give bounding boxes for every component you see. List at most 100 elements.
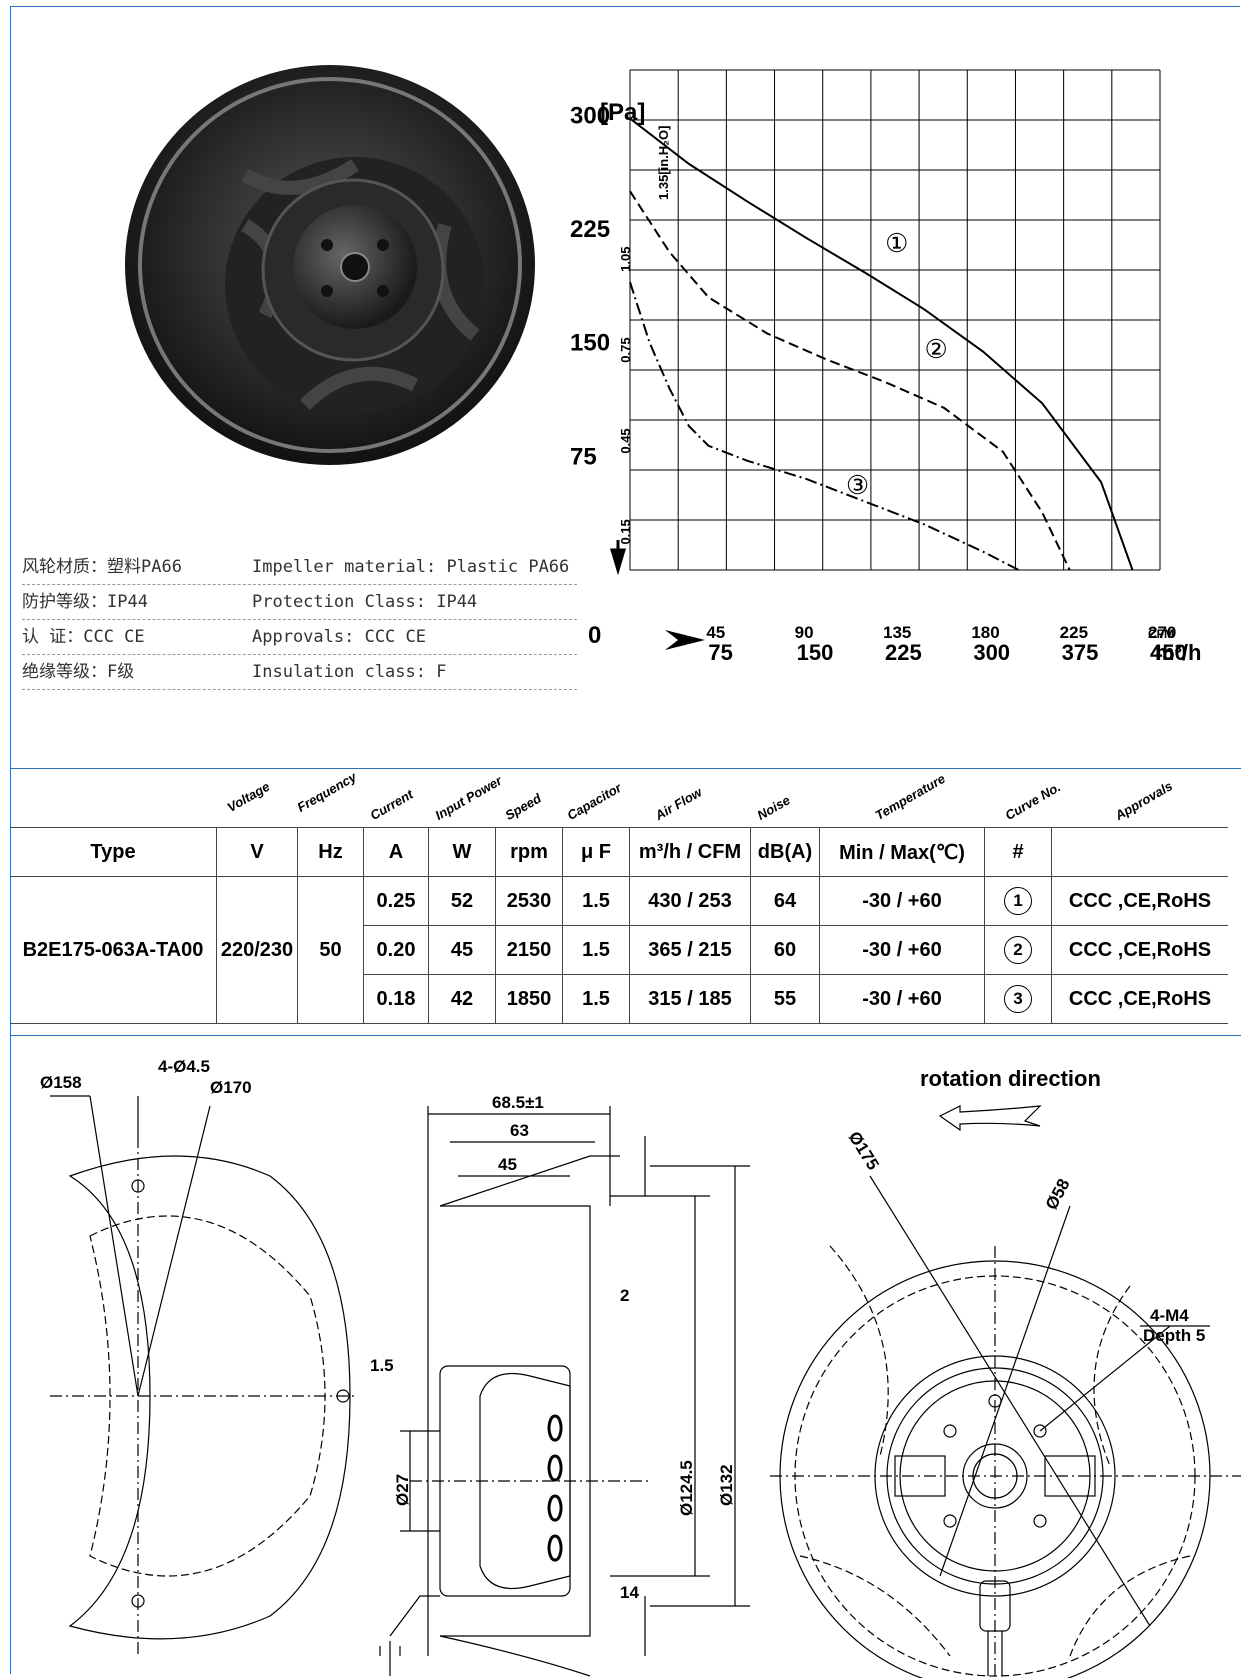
unit-row: Type V Hz A W rpm μ F m³/h / CFM dB(A) M… — [10, 827, 1228, 877]
y-tick-inh2o: 0.75 — [618, 337, 633, 362]
table-row: B2E175-063A-TA00 220/230 50 0.25 52 2530… — [10, 876, 1228, 1024]
table-row: 0.20 45 2150 1.5 365 / 215 60 -30 / +60 … — [10, 925, 1228, 975]
rotation-direction-label: rotation direction — [920, 1066, 1101, 1091]
spec-cn: 风轮材质：塑料PA66 — [22, 557, 182, 577]
cell-current: 0.18 — [363, 974, 429, 1024]
x-arrow-icon — [665, 630, 705, 650]
dim-685: 68.5±1 — [492, 1093, 544, 1112]
cell-speed: 2530 — [495, 876, 563, 926]
dim-d158: Ø158 — [40, 1073, 82, 1092]
cell-temperature: -30 / +60 — [819, 974, 985, 1024]
cell-curve: 2 — [984, 925, 1052, 975]
cell-speed: 1850 — [495, 974, 563, 1024]
drawing-side-profile — [50, 1095, 355, 1656]
x-unit-cfm: CFM — [1148, 627, 1174, 641]
cell-unit: # — [984, 827, 1052, 877]
inh2o-unit-label: 1.35[in.H₂O] — [656, 126, 671, 200]
pa-unit-label: [Pa] — [600, 99, 645, 126]
y-tick-pa: 75 — [570, 443, 597, 470]
y-tick-pa: 300 — [570, 102, 610, 129]
cell-voltage: 220/230 — [216, 876, 298, 1024]
cell-power: 42 — [428, 974, 496, 1024]
y-tick-inh2o: 0.45 — [618, 428, 633, 453]
dim-depth: Depth 5 — [1143, 1326, 1205, 1345]
cell-unit: dB(A) — [750, 827, 820, 877]
cell-noise: 55 — [750, 974, 820, 1024]
cell-unit: A — [363, 827, 429, 877]
curve-3 — [629, 281, 1020, 571]
curve-label-1: ① — [885, 228, 908, 258]
cell-type: B2E175-063A-TA00 — [10, 876, 217, 1024]
dim-d27: Ø27 — [393, 1474, 412, 1506]
dim-d175: Ø175 — [845, 1128, 883, 1173]
x-tick-m3h: 450 — [1150, 640, 1187, 665]
cell-airflow: 315 / 185 — [629, 974, 751, 1024]
cell-unit: W — [428, 827, 496, 877]
spec-en: Protection Class: IP44 — [252, 592, 478, 612]
spec-table: Type V Hz A W rpm μ F m³/h / CFM dB(A) M… — [10, 827, 1228, 1024]
drawing-front-view — [770, 1105, 1241, 1678]
cell-unit: μ F — [562, 827, 630, 877]
cell-power: 52 — [428, 876, 496, 926]
x-tick-m3h: 375 — [1062, 640, 1099, 665]
curve-number-badge: 2 — [1004, 936, 1032, 964]
section-divider — [10, 1035, 1241, 1036]
dim-d132: Ø132 — [717, 1464, 736, 1506]
spec-cn: 防护等级：IP44 — [22, 592, 148, 612]
dim-d1245: Ø124.5 — [677, 1460, 696, 1516]
technical-drawing: Ø158 4-Ø4.5 Ø170 68.5±1 63 45 2 1.5 Ø27 … — [40, 1057, 1241, 1678]
dim-m4: 4-M4 — [1150, 1306, 1189, 1325]
cell-unit: rpm — [495, 827, 563, 877]
cell-capacitor: 1.5 — [562, 876, 630, 926]
curve-number-badge: 1 — [1004, 887, 1032, 915]
cell-power: 45 — [428, 925, 496, 975]
x-tick-cfm: 225 — [1060, 623, 1088, 642]
drawing-cross-section — [379, 1106, 750, 1677]
y-tick-inh2o: 0.15 — [618, 519, 633, 544]
chart-grid — [629, 69, 1161, 571]
spec-row: 认 证：CCC CE Approvals: CCC CE — [22, 620, 577, 655]
y-tick-inh2o: 1.05 — [618, 247, 633, 272]
spec-cn: 绝缘等级：F级 — [22, 662, 135, 682]
x-tick-cfm: 90 — [795, 623, 814, 642]
cell-current: 0.25 — [363, 876, 429, 926]
spec-cn: 认 证：CCC CE — [22, 627, 145, 647]
dim-2: 2 — [620, 1286, 629, 1305]
fan-product-photo — [125, 65, 535, 465]
cell-unit: m³/h / CFM — [629, 827, 751, 877]
y-tick-pa: 225 — [570, 216, 610, 243]
dim-d170: Ø170 — [210, 1078, 252, 1097]
cell-temperature: -30 / +60 — [819, 876, 985, 926]
curve-label-2: ② — [924, 334, 947, 364]
x-tick-m3h: 225 — [885, 640, 922, 665]
chart-curves — [629, 117, 1134, 571]
curve-label-3: ③ — [846, 470, 869, 500]
cell-airflow: 365 / 215 — [629, 925, 751, 975]
curve-number-badge: 3 — [1004, 985, 1032, 1013]
spec-row: 防护等级：IP44 Protection Class: IP44 — [22, 585, 577, 620]
cell-approvals: CCC ,CE,RoHS — [1051, 925, 1228, 975]
x-unit-m3h: m³/h — [1155, 640, 1201, 665]
dim-63: 63 — [510, 1121, 529, 1140]
spec-en: Insulation class: F — [252, 662, 447, 682]
cell-airflow: 430 / 253 — [629, 876, 751, 926]
cell-approvals: CCC ,CE,RoHS — [1051, 876, 1228, 926]
dim-15: 1.5 — [370, 1356, 394, 1375]
spec-row: 绝缘等级：F级 Insulation class: F — [22, 655, 577, 690]
x-tick-cfm: 135 — [883, 623, 911, 642]
cell-capacitor: 1.5 — [562, 925, 630, 975]
cell-type-header: Type — [10, 827, 217, 877]
cell-curve: 1 — [984, 876, 1052, 926]
cell-temperature: -30 / +60 — [819, 925, 985, 975]
cell-unit: Hz — [297, 827, 364, 877]
dim-45: 45 — [498, 1155, 517, 1174]
y-tick-pa: 0 — [588, 622, 601, 649]
cell-speed: 2150 — [495, 925, 563, 975]
cell-noise: 60 — [750, 925, 820, 975]
cell-current: 0.20 — [363, 925, 429, 975]
table-row: 0.18 42 1850 1.5 315 / 185 55 -30 / +60 … — [10, 974, 1228, 1024]
spec-en: Approvals: CCC CE — [252, 627, 426, 647]
